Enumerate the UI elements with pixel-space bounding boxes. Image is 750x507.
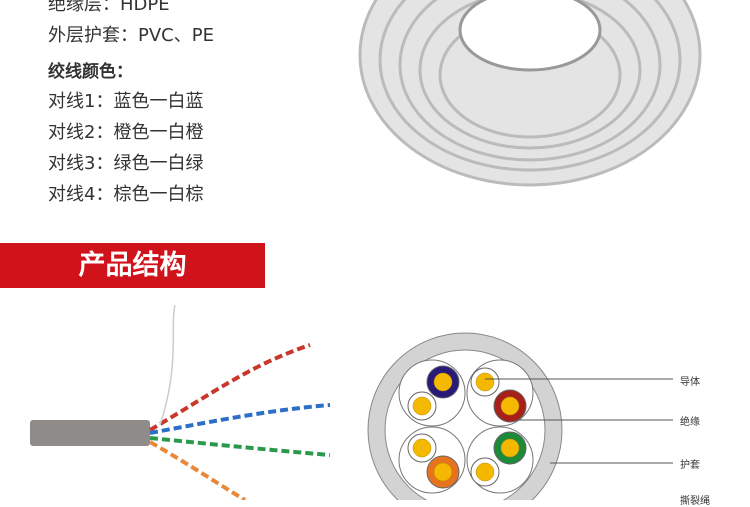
pair-2: 对线2：橙色一白橙	[48, 122, 204, 143]
label-conductor: 导体	[680, 377, 700, 388]
cable-photo	[30, 305, 331, 500]
pair-4: 对线4：棕色一白棕	[48, 184, 204, 205]
pair-3: 对线3：绿色一白绿	[48, 153, 204, 174]
cable-cross-section-diagram	[367, 332, 673, 500]
label-insulation: 绝缘	[680, 417, 700, 428]
section-title: 产品结构	[78, 250, 187, 281]
label-jacket: 护套	[680, 460, 700, 471]
pairs-heading: 绞线颜色：	[48, 62, 133, 82]
spec-insulation: 绝缘层：HDPE	[48, 0, 170, 15]
spec-jacket: 外层护套：PVC、PE	[48, 25, 214, 46]
section-banner: 产品结构	[0, 243, 265, 288]
cable-coil-image	[358, 0, 702, 187]
pair-1: 对线1：蓝色一白蓝	[48, 91, 204, 112]
